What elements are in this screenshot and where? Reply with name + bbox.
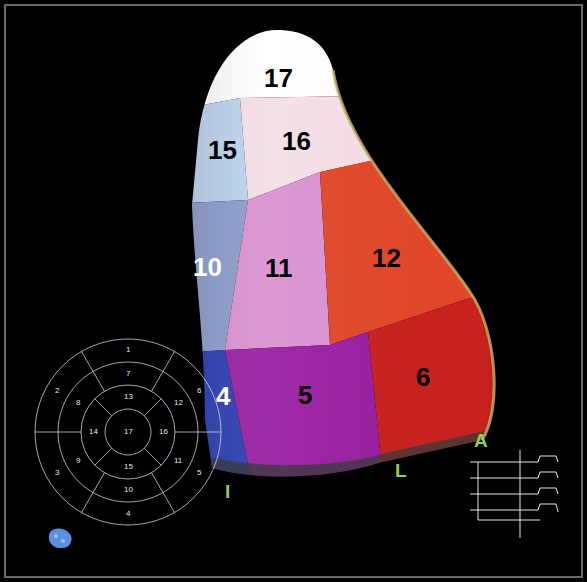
bullseye-divider: [144, 399, 161, 416]
segment-number: 4: [214, 381, 232, 411]
bullseye-number: 9: [76, 457, 80, 465]
bullseye-number: 1: [126, 346, 130, 354]
segment-number: 11: [263, 253, 295, 283]
segment-number: 16: [280, 126, 313, 156]
segment-region: 17: [262, 63, 295, 93]
bullseye-number: 4: [126, 510, 130, 518]
ecg-traces: [470, 450, 558, 538]
bullseye-number: 10: [124, 486, 133, 494]
bullseye-number: 16: [159, 428, 168, 436]
bullseye-divider: [95, 448, 112, 465]
segment-region: 10: [191, 252, 224, 282]
bullseye-number: 7: [126, 370, 130, 378]
axis-letter: I: [225, 482, 230, 501]
bullseye-number: 15: [124, 463, 133, 471]
segment-number: 12: [370, 243, 403, 273]
bullseye-number: 14: [89, 428, 98, 436]
bullseye-number: 6: [197, 387, 201, 395]
bullseye-divider: [175, 432, 221, 433]
orientation-icon: [49, 528, 72, 548]
bullseye-number: 11: [174, 457, 182, 465]
segment-region: 16: [280, 126, 313, 156]
bullseye-number: 2: [55, 387, 59, 395]
bullseye-number: 12: [174, 399, 183, 407]
bullseye-number: 8: [76, 399, 80, 407]
segment-number: 15: [206, 135, 239, 165]
bullseye-divider: [82, 473, 105, 513]
segment-region: 4: [214, 381, 232, 411]
bullseye-divider: [144, 448, 161, 465]
bullseye-number: 17: [124, 428, 133, 436]
segment-region: 15: [206, 135, 239, 165]
segment-region: 11: [263, 253, 295, 283]
segment-region: 12: [370, 243, 403, 273]
segment-number: 5: [296, 380, 314, 410]
segment-number: 6: [414, 362, 432, 392]
bullseye-divider: [82, 351, 105, 391]
lv-segments: [150, 0, 560, 500]
bullseye-number: 5: [197, 469, 201, 477]
axis-letter: A: [474, 431, 488, 450]
bullseye-divider: [35, 432, 81, 433]
segment-region: 5: [296, 380, 314, 410]
axis-letter: L: [395, 461, 407, 480]
bullseye-divider: [152, 351, 175, 391]
bullseye-number: 13: [124, 393, 133, 401]
segment-number: 17: [262, 63, 295, 93]
bullseye-number: 3: [55, 469, 59, 477]
bullseye-divider: [152, 473, 175, 513]
bullseye-divider: [95, 399, 112, 416]
bullseye-plot: [35, 339, 221, 525]
segment-number: 10: [191, 252, 224, 282]
segment-region: 6: [414, 362, 432, 392]
